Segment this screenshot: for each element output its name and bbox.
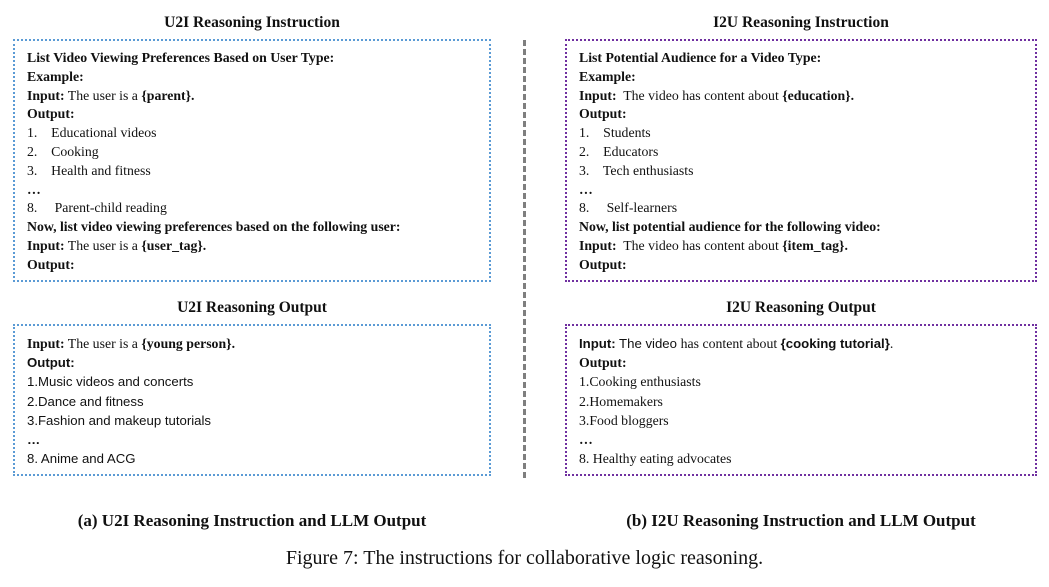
text-line: List Video Viewing Preferences Based on … — [27, 50, 335, 65]
text-line: Output: — [579, 106, 627, 122]
text-line: Output: — [579, 256, 627, 272]
i2u-panel: I2U Reasoning Instruction List Potential… — [565, 14, 1037, 476]
subcaptions-row: (a) U2I Reasoning Instruction and LLM Ou… — [0, 511, 1049, 531]
text-line: Input: The user is a {parent}. — [27, 87, 195, 103]
figure-columns: U2I Reasoning Instruction List Video Vie… — [0, 14, 1049, 478]
subcaption-a: (a) U2I Reasoning Instruction and LLM Ou… — [77, 511, 427, 530]
text-line: 1.Music videos and concerts — [27, 374, 194, 390]
text-line: 1.Cooking enthusiasts — [579, 374, 701, 390]
text-line: Input: The video has content about {cook… — [579, 336, 894, 351]
figure-caption: Figure 7: The instructions for collabora… — [285, 547, 764, 569]
u2i-panel: U2I Reasoning Instruction List Video Vie… — [13, 14, 491, 476]
spacer — [13, 282, 491, 299]
text-line: Input: The user is a {user_tag}. — [27, 237, 207, 253]
text-line: List Potential Audience for a Video Type… — [579, 50, 822, 65]
text-line: Output: — [27, 256, 75, 272]
text-line: Now, list potential audience for the fol… — [579, 219, 881, 235]
u2i-output-title: U2I Reasoning Output — [177, 299, 327, 316]
text-line: 3. Tech enthusiasts — [579, 162, 694, 178]
text-line: Example: — [579, 68, 636, 84]
text-line: Output: — [27, 355, 75, 371]
u2i-instruction-title: U2I Reasoning Instruction — [164, 14, 340, 31]
spacer — [565, 282, 1037, 299]
text-line: 8. Healthy eating advocates — [579, 451, 732, 467]
text-line: Input: The video has content about {educ… — [579, 87, 855, 103]
u2i-instruction-box: List Video Viewing Preferences Based on … — [13, 39, 491, 282]
text-line: … — [27, 432, 42, 448]
text-line: Example: — [27, 68, 84, 84]
i2u-instruction-box: List Potential Audience for a Video Type… — [565, 39, 1037, 282]
text-line: Input: The user is a {young person}. — [27, 336, 236, 351]
i2u-instruction-title: I2U Reasoning Instruction — [713, 14, 889, 31]
i2u-output-title: I2U Reasoning Output — [726, 299, 876, 316]
text-line: 3. Health and fitness — [27, 162, 151, 178]
text-line: … — [27, 181, 43, 197]
subcaption-b: (b) I2U Reasoning Instruction and LLM Ou… — [626, 511, 976, 530]
text-line: … — [579, 181, 595, 197]
text-line: 3.Food bloggers — [579, 412, 669, 428]
text-line: 8. Parent-child reading — [27, 200, 167, 216]
text-line: 8. Self-learners — [579, 200, 678, 216]
text-line: 2. Cooking — [27, 143, 99, 159]
text-line: Now, list video viewing preferences base… — [27, 219, 401, 235]
text-line: 1. Students — [579, 125, 651, 141]
text-line: … — [579, 432, 595, 448]
spacer — [491, 511, 565, 531]
text-line: Output: — [27, 106, 75, 122]
text-line: Input: The video has content about {item… — [579, 237, 848, 253]
text-line: 2. Educators — [579, 143, 659, 159]
text-line: 1. Educational videos — [27, 125, 157, 141]
text-line: Output: — [579, 355, 627, 371]
column-divider — [523, 40, 526, 478]
u2i-output-box: Input: The user is a {young person}. Outp… — [13, 324, 491, 476]
i2u-output-box: Input: The video has content about {cook… — [565, 324, 1037, 476]
text-line: 2.Homemakers — [579, 393, 663, 409]
text-line: 3.Fashion and makeup tutorials — [27, 412, 212, 428]
text-line: 8. Anime and ACG — [27, 451, 136, 467]
text-line: 2.Dance and fitness — [27, 393, 144, 409]
